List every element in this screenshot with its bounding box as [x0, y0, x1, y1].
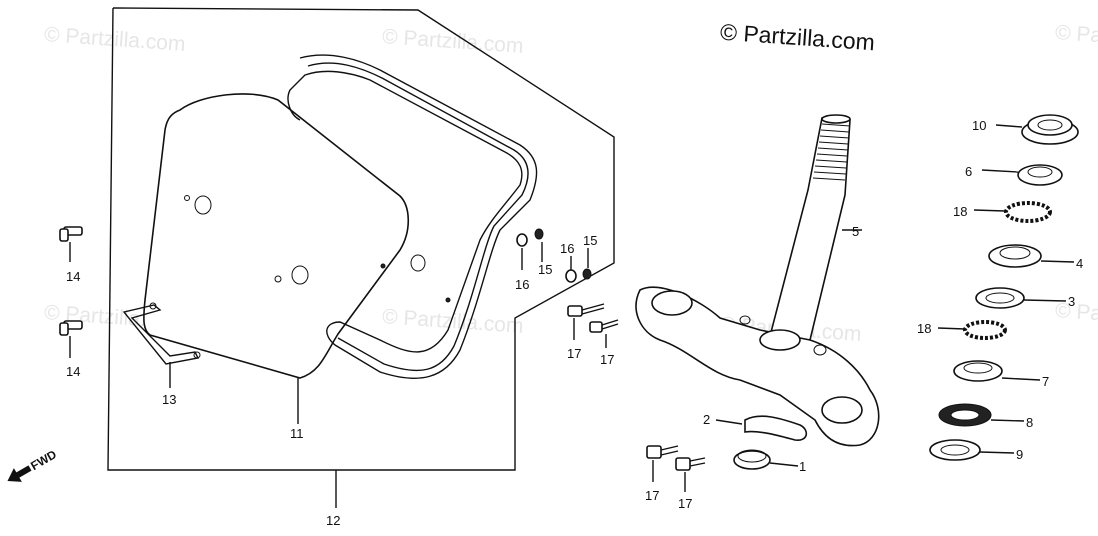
callout-5: 5: [852, 224, 859, 239]
callout-13: 13: [162, 392, 176, 407]
callout-3: 3: [1068, 294, 1075, 309]
bolt-part-14-upper: [59, 226, 83, 262]
clamp-part-2: [715, 415, 808, 441]
fwd-label: FWD: [28, 447, 59, 473]
callout-10: 10: [972, 118, 986, 133]
forward-arrow-icon: FWD: [7, 447, 59, 482]
steering-stem-part-5: [635, 114, 880, 447]
callout-18a: 18: [953, 204, 967, 219]
callout-6: 6: [965, 164, 972, 179]
bolt-part-17-d: [675, 457, 706, 492]
bolt-part-17-a: [567, 303, 605, 340]
callout-17c: 17: [645, 488, 659, 503]
callout-15a: 15: [538, 262, 552, 277]
callout-11: 11: [290, 426, 304, 441]
bolt-part-17-c: [646, 445, 679, 482]
seal-part-8: [938, 403, 1025, 427]
callout-15b: 15: [583, 233, 597, 248]
bolt-part-14-lower: [59, 320, 83, 358]
callout-17d: 17: [678, 496, 692, 511]
callout-17b: 17: [600, 352, 614, 367]
race-part-7: [953, 360, 1041, 382]
bolt-part-17-b: [589, 319, 619, 348]
callout-1: 1: [799, 459, 806, 474]
assembly-outline: [107, 7, 615, 471]
race-part-3: [975, 287, 1067, 309]
balls-part-18-lower: [937, 320, 1007, 340]
lock-nut-part-10: [995, 114, 1079, 145]
callout-14a: 14: [66, 269, 80, 284]
callout-12: 12: [326, 513, 340, 528]
visor-seal-frame: [287, 54, 538, 379]
callout-8: 8: [1026, 415, 1033, 430]
callout-4: 4: [1076, 256, 1083, 271]
balls-part-18-upper: [973, 201, 1052, 223]
callout-16a: 16: [515, 277, 529, 292]
washer-part-9: [929, 439, 1015, 461]
callout-16b: 16: [560, 241, 574, 256]
cable-guide-part-1: [733, 449, 799, 470]
nut-washer-15-16-upper: [516, 228, 544, 270]
race-part-4: [988, 244, 1075, 268]
callout-14b: 14: [66, 364, 80, 379]
callout-9: 9: [1016, 447, 1023, 462]
callout-7: 7: [1042, 374, 1049, 389]
callout-17a: 17: [567, 346, 581, 361]
visor-cover-part-11: [143, 93, 410, 379]
nut-washer-15-16-lower: [565, 248, 592, 283]
bracket-part-13: [122, 302, 201, 388]
race-part-6: [981, 164, 1063, 186]
callout-18b: 18: [917, 321, 931, 336]
callout-2: 2: [703, 412, 710, 427]
